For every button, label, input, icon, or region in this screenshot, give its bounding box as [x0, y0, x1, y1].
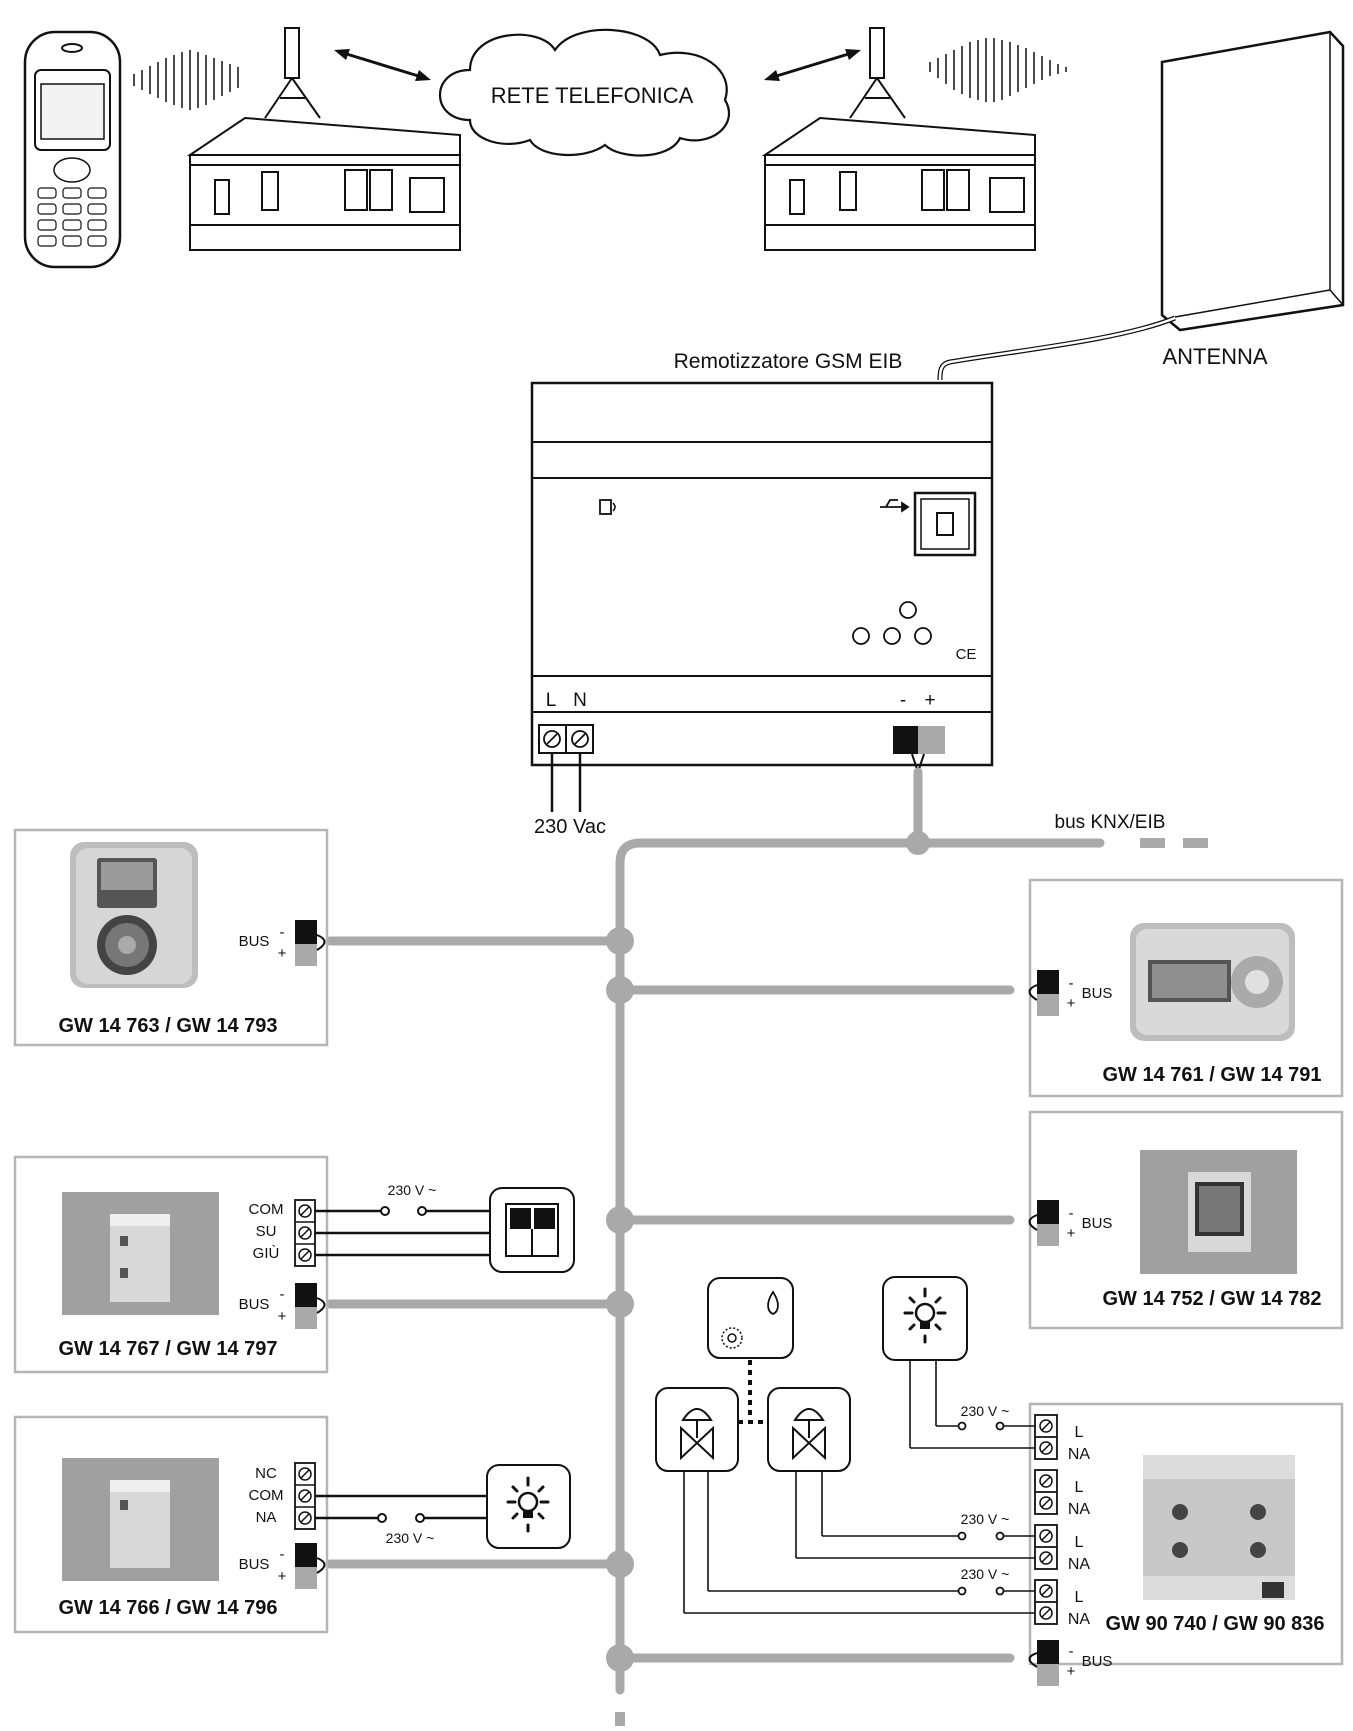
- bus-junctions: [606, 831, 930, 1672]
- usb-icon: [880, 499, 910, 513]
- bus-plus-sign: +: [278, 1568, 287, 1585]
- gateway-device: [530, 381, 994, 767]
- relay-terminal-com-label: COM: [249, 1487, 284, 1504]
- thermostat-left-image: [70, 842, 198, 988]
- thermostat-right-image: [1130, 923, 1295, 1041]
- touch-module-image: [1140, 1150, 1297, 1274]
- bus-minus-sign: -: [280, 924, 285, 941]
- actuator-code: GW 90 740 / GW 90 836: [1106, 1613, 1325, 1635]
- radio-waves-right-icon: [929, 38, 1067, 102]
- actuator-ch4-voltage-label: 230 V ~: [961, 1566, 1010, 1582]
- actuator-image: [1143, 1455, 1295, 1600]
- thermostat-left-code: GW 14 763 / GW 14 793: [59, 1015, 278, 1037]
- actuator-ch4-na-label: NA: [1068, 1611, 1091, 1628]
- bus-minus-sign: -: [1069, 975, 1074, 992]
- climate-controller-icon: [707, 1277, 794, 1359]
- bus-minus-sign: -: [280, 1286, 285, 1303]
- terminal-plus-label: +: [924, 690, 935, 711]
- arrow-right-icon: [764, 49, 861, 81]
- blind-terminal-giu-label: GIÙ: [253, 1245, 280, 1262]
- supply-label: 230 Vac: [534, 816, 606, 838]
- actuator-bus-label: BUS: [1082, 1653, 1113, 1670]
- network-label: RETE TELEFONICA: [491, 83, 694, 108]
- blind-bus-label: BUS: [239, 1296, 270, 1313]
- actuator-ch2-na-label: NA: [1068, 1501, 1091, 1518]
- thermostat-left-bus-connector: [295, 920, 326, 966]
- bus-continuation-dashes: [615, 838, 1208, 1726]
- terminal-minus-label: -: [900, 690, 906, 711]
- thermostat-right-code: GW 14 761 / GW 14 791: [1103, 1064, 1322, 1086]
- building-right-icon: [761, 27, 1036, 251]
- bus-plus-sign: +: [278, 945, 287, 962]
- antenna-label: ANTENNA: [1162, 344, 1267, 369]
- thermostat-right-bus-connector: [1028, 970, 1059, 1016]
- blind-bus-connector: [295, 1283, 326, 1329]
- actuator-ch1-na-label: NA: [1068, 1446, 1091, 1463]
- blind-voltage-label: 230 V ~: [388, 1182, 437, 1198]
- blind-terminal-com-label: COM: [249, 1201, 284, 1218]
- actuator-bus-connector: [1028, 1640, 1059, 1686]
- bus-plus-sign: +: [1067, 1225, 1076, 1242]
- card-reader-icon: [599, 499, 616, 515]
- relay-lamp-icon: [486, 1464, 571, 1549]
- bus-minus-sign: -: [1069, 1205, 1074, 1222]
- power-terminal-block: [538, 724, 594, 754]
- valve-left-icon: [655, 1387, 739, 1472]
- blind-terminal-su-label: SU: [256, 1223, 277, 1240]
- arrow-left-icon: [334, 49, 431, 81]
- relay-voltage-label: 230 V ~: [386, 1530, 435, 1546]
- ce-mark: CE: [956, 646, 977, 663]
- relay-terminal-block: [294, 1462, 316, 1530]
- blind-wiring: [315, 1206, 490, 1257]
- actuator-ch1-voltage-label: 230 V ~: [961, 1403, 1010, 1419]
- bus-lines: [325, 767, 1105, 1695]
- relay-bus-label: BUS: [239, 1556, 270, 1573]
- status-leds: [852, 601, 932, 645]
- terminal-l-label: L: [546, 690, 557, 711]
- actuator-wiring: [683, 1360, 1035, 1614]
- touch-bus-label: BUS: [1082, 1215, 1113, 1232]
- gateway-bus-connector: [893, 726, 945, 754]
- cloud-icon: [438, 28, 731, 157]
- touch-module-code: GW 14 752 / GW 14 782: [1103, 1288, 1322, 1310]
- thermostat-left-bus-label: BUS: [239, 933, 270, 950]
- relay-wiring: [315, 1494, 487, 1523]
- blind-module-code: GW 14 767 / GW 14 797: [59, 1338, 278, 1360]
- bus-minus-sign: -: [1069, 1643, 1074, 1660]
- relay-bus-connector: [295, 1543, 326, 1589]
- bus-plus-sign: +: [1067, 995, 1076, 1012]
- antenna-cable: [937, 315, 1176, 381]
- usb-port: [913, 491, 977, 557]
- relay-terminal-nc-label: NC: [255, 1465, 277, 1482]
- actuator-ch3-voltage-label: 230 V ~: [961, 1511, 1010, 1527]
- bus-minus-sign: -: [280, 1546, 285, 1563]
- bus-plus-sign: +: [1067, 1663, 1076, 1680]
- gateway-title: Remotizzatore GSM EIB: [674, 350, 903, 373]
- actuator-ch3-na-label: NA: [1068, 1556, 1091, 1573]
- thermostat-right-bus-label: BUS: [1082, 985, 1113, 1002]
- blind-terminal-block: [294, 1199, 316, 1267]
- building-left-icon: [186, 27, 461, 251]
- bus-plus-sign: +: [278, 1308, 287, 1325]
- touch-bus-connector: [1028, 1200, 1059, 1246]
- actuator-lamp-icon: [882, 1276, 968, 1361]
- bus-label: bus KNX/EIB: [1055, 812, 1166, 833]
- relay-module-code: GW 14 766 / GW 14 796: [59, 1597, 278, 1619]
- blind-motor-icon: [489, 1187, 575, 1273]
- valve-right-icon: [767, 1387, 851, 1472]
- relay-terminal-na-label: NA: [256, 1509, 277, 1526]
- actuator-terminal-blocks: [1034, 1414, 1058, 1625]
- terminal-n-label: N: [573, 690, 587, 711]
- radio-waves-left-icon: [133, 50, 239, 110]
- actuator-ch1-l-label: L: [1075, 1424, 1084, 1441]
- actuator-ch2-l-label: L: [1075, 1479, 1084, 1496]
- actuator-ch4-l-label: L: [1075, 1589, 1084, 1606]
- actuator-ch3-l-label: L: [1075, 1534, 1084, 1551]
- blind-module-image: [62, 1192, 219, 1315]
- relay-module-image: [62, 1458, 219, 1581]
- mobile-phone-icon: [23, 30, 122, 269]
- antenna-device-icon: [1160, 30, 1345, 332]
